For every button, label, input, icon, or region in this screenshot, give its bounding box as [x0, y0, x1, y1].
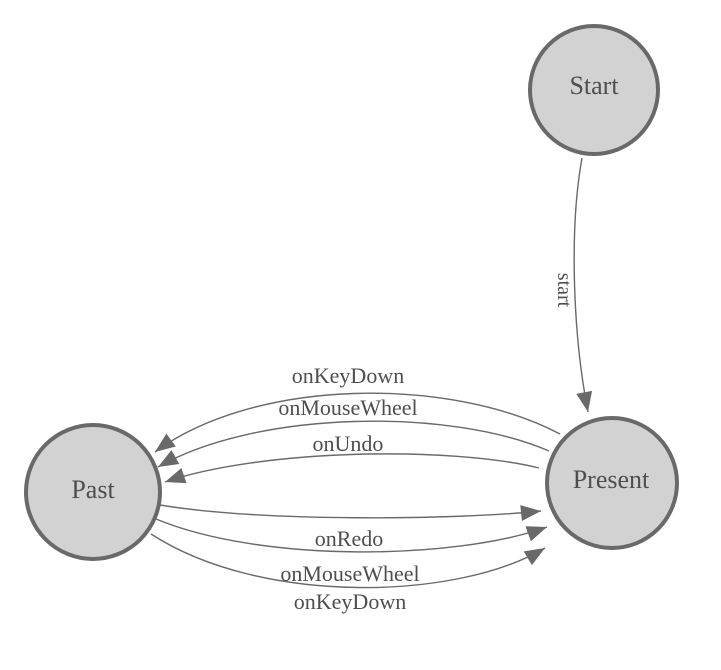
edge-past-to-present-onredo	[159, 504, 542, 522]
node-start-circle	[528, 24, 660, 156]
edge-label-onmousewheel-top: onMouseWheel	[278, 395, 417, 420]
node-present-label: Present	[573, 465, 650, 494]
node-past: Past	[24, 423, 162, 561]
edge-past-to-present-onmousewheel	[155, 518, 548, 553]
edge-label-onundo: onUndo	[313, 431, 384, 456]
edge-present-to-past-onkeydown	[154, 392, 561, 453]
edge-labels-group: start onKeyDown onMouseWheel onUndo onRe…	[278, 273, 575, 614]
edges-group	[150, 157, 593, 589]
node-present: Present	[545, 416, 679, 550]
node-start-label: Start	[569, 71, 619, 100]
node-past-circle	[24, 423, 162, 561]
edge-label-onredo: onRedo	[315, 526, 383, 551]
edge-label-onkeydown-bottom: onKeyDown	[294, 589, 406, 614]
edge-past-to-present-onkeydown	[150, 533, 546, 589]
edge-label-start: start	[553, 273, 575, 308]
edge-label-onmousewheel-bottom: onMouseWheel	[280, 561, 419, 586]
edge-present-to-past-onundo	[164, 453, 540, 484]
node-present-circle	[545, 416, 679, 550]
nodes-group: Start Present Past	[24, 24, 679, 561]
node-start: Start	[528, 24, 660, 156]
node-past-label: Past	[71, 475, 115, 504]
edge-present-to-past-onmousewheel	[157, 420, 550, 468]
edge-start-to-present	[573, 157, 593, 413]
edge-label-onkeydown-top: onKeyDown	[292, 363, 404, 388]
